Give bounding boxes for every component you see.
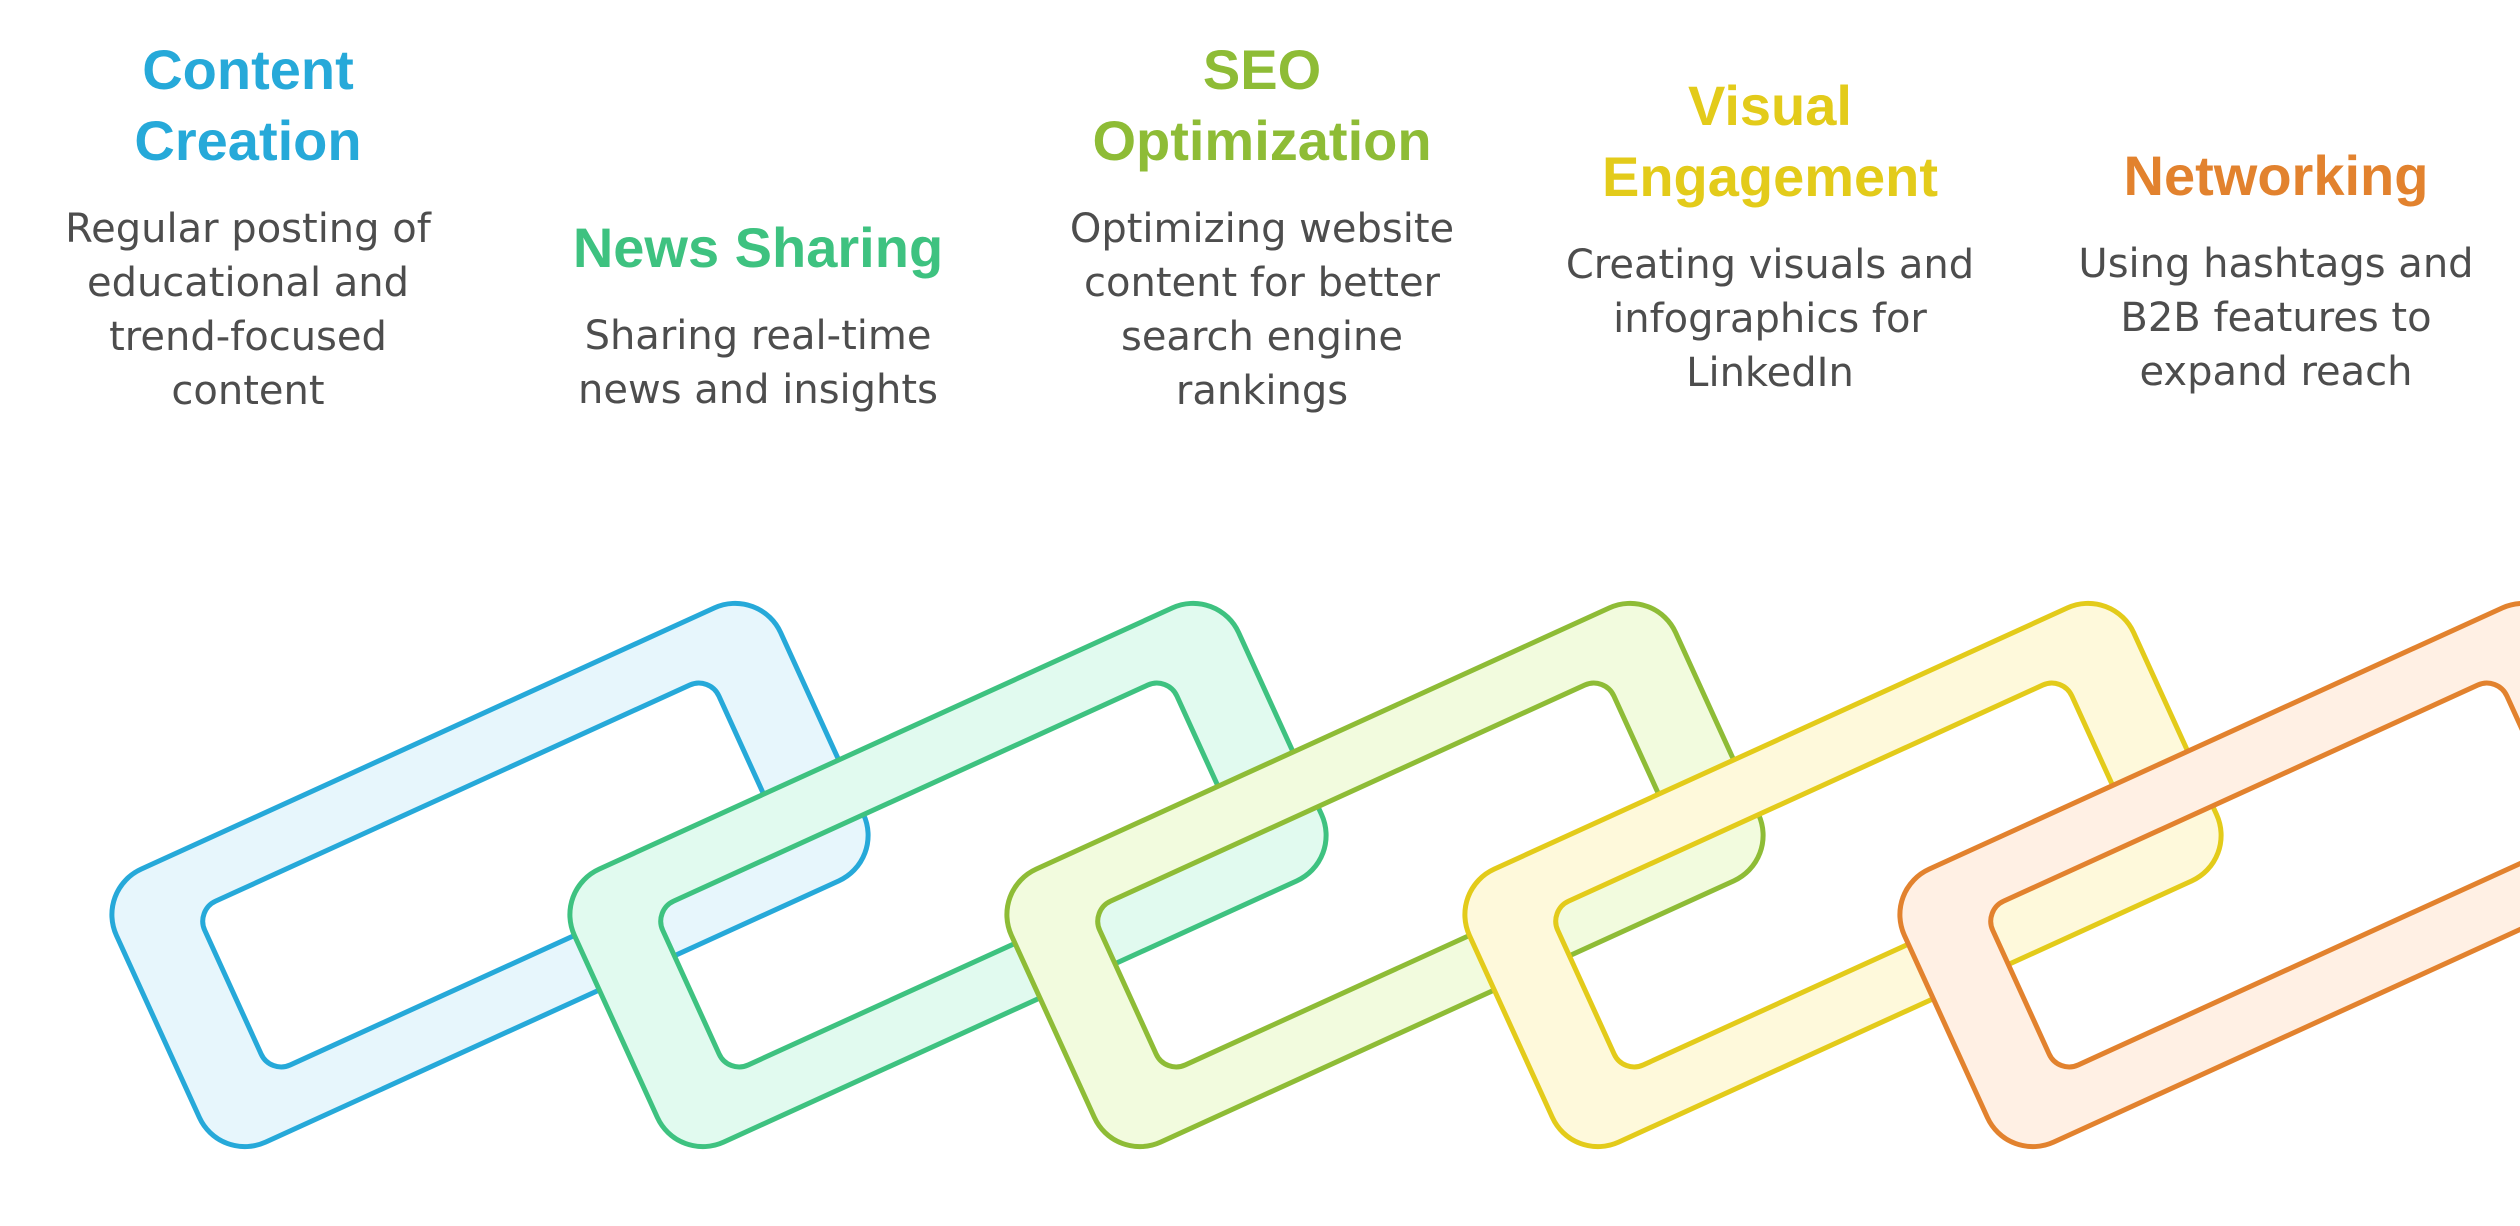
step-description: Using hashtags and B2B features to expan… <box>2046 237 2506 399</box>
step-description-line: Using hashtags and <box>2078 241 2474 287</box>
step-description-line: rankings <box>1175 368 1349 414</box>
step-description-line: LinkedIn <box>1686 350 1854 396</box>
step-description-line: Optimizing website <box>1069 206 1455 252</box>
step-description-line: news and insights <box>578 367 938 413</box>
step-title: Visual Engagement <box>1601 74 1939 208</box>
step-visual-engagement: Visual Engagement Creating visuals and i… <box>1540 70 2000 400</box>
step-description-line: trend-focused <box>109 314 387 360</box>
step-description-line: Creating visuals and <box>1565 242 1975 288</box>
step-networking: Networking Using hashtags and B2B featur… <box>2046 140 2506 399</box>
step-seo-optimization: SEO Optimization Optimizing website cont… <box>1032 34 1492 418</box>
step-description-line: content for better <box>1084 260 1440 306</box>
step-content-creation: Content Creation Regular posting of educ… <box>18 34 478 418</box>
step-title: Content Creation <box>134 38 362 172</box>
step-description-line: Sharing real-time <box>584 313 932 359</box>
chain-link-shape <box>1897 600 2520 1150</box>
step-description-line: expand reach <box>2139 349 2413 395</box>
step-description-line: educational and <box>86 260 410 306</box>
step-description-line: search engine <box>1120 314 1403 360</box>
chain-link-networking <box>1897 600 2520 1150</box>
step-description: Regular posting of educational and trend… <box>18 202 478 418</box>
step-title: SEO Optimization <box>1092 38 1432 172</box>
step-description-line: B2B features to <box>2120 295 2432 341</box>
step-title: News Sharing <box>572 216 944 279</box>
step-title: Networking <box>2123 144 2429 207</box>
step-description: Sharing real-time news and insights <box>528 309 988 417</box>
step-description-line: infographics for <box>1613 296 1927 342</box>
step-description-line: Regular posting of <box>65 206 431 252</box>
step-description: Optimizing website content for better se… <box>1032 202 1492 418</box>
step-news-sharing: News Sharing Sharing real-time news and … <box>528 212 988 417</box>
step-description-line: content <box>171 368 325 414</box>
step-description: Creating visuals and infographics for Li… <box>1540 238 2000 400</box>
